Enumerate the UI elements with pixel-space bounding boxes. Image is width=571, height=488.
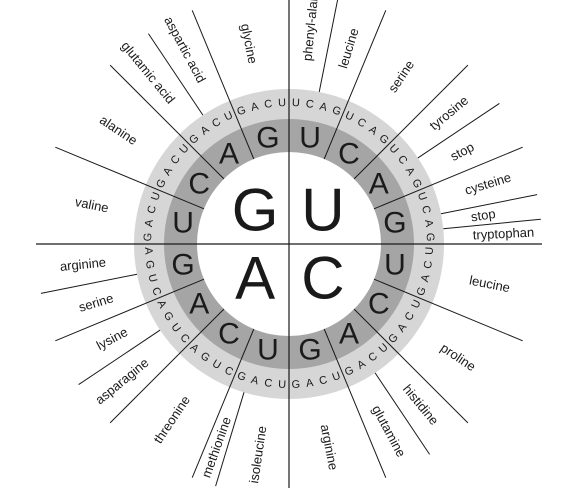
- third-base-c: C: [318, 374, 329, 388]
- third-base-u: U: [292, 97, 301, 109]
- second-base-divider: [353, 308, 469, 424]
- amino-acid-lysine: lysine: [94, 324, 130, 353]
- second-base-a: A: [339, 317, 359, 350]
- third-base-c: C: [263, 98, 273, 111]
- third-base-g: G: [235, 104, 247, 118]
- third-base-g: G: [142, 233, 154, 242]
- second-base-g: G: [171, 249, 194, 282]
- third-base-u: U: [149, 191, 163, 203]
- amino-acid-leucine: leucine: [468, 273, 511, 296]
- third-base-a: A: [305, 377, 315, 390]
- second-base-divider: [323, 328, 387, 478]
- amino-acid-divider: [215, 392, 245, 487]
- second-base-divider: [55, 146, 205, 210]
- second-base-a: A: [219, 138, 239, 171]
- third-base-u: U: [331, 370, 343, 384]
- amino-acid-stop: stop: [448, 139, 477, 164]
- amino-acid-histidine: histidine: [400, 381, 442, 427]
- second-base-divider: [373, 278, 523, 342]
- amino-acid-isoleucine: isoleucine: [246, 425, 269, 484]
- amino-acid-aspartic-acid: aspartic acid: [161, 14, 209, 85]
- third-base-g: G: [330, 104, 342, 118]
- amino-acid-divider: [443, 218, 541, 230]
- amino-acid-divider: [318, 0, 339, 93]
- amino-acid-divider: [440, 194, 538, 215]
- second-base-a: A: [189, 288, 209, 321]
- third-base-g: G: [291, 379, 300, 391]
- third-base-a: A: [419, 273, 433, 284]
- amino-acid-threonine: threonine: [150, 393, 193, 446]
- third-base-u: U: [145, 273, 159, 284]
- second-base-divider: [373, 146, 523, 210]
- second-base-g: G: [256, 122, 279, 155]
- third-base-a: A: [250, 374, 261, 388]
- third-base-g: G: [143, 260, 156, 270]
- third-base-u: U: [415, 191, 429, 203]
- third-base-a: A: [250, 100, 261, 114]
- third-base-u: U: [278, 379, 287, 391]
- amino-acid-divider: [417, 102, 500, 159]
- second-base-divider: [109, 64, 225, 180]
- third-base-c: C: [149, 286, 163, 298]
- amino-acid-proline: proline: [438, 340, 479, 374]
- second-base-divider: [323, 10, 387, 160]
- third-base-g: G: [235, 370, 247, 384]
- second-base-divider: [353, 64, 469, 180]
- amino-acid-divider: [78, 329, 161, 386]
- amino-acid-alanine: alanine: [97, 112, 140, 148]
- second-base-u: U: [299, 122, 321, 155]
- amino-acid-serine: serine: [77, 290, 115, 315]
- first-base-g: G: [232, 177, 279, 244]
- second-base-divider: [191, 328, 255, 478]
- second-base-g: G: [383, 206, 406, 239]
- spokes-layer: [36, 0, 542, 488]
- amino-acid-methionine: methionine: [198, 415, 234, 480]
- amino-acid-leucine: leucine: [335, 26, 361, 70]
- third-base-u: U: [278, 97, 287, 109]
- third-base-a: A: [422, 219, 435, 229]
- first-base-u: U: [301, 177, 344, 244]
- amino-acid-divider: [147, 33, 204, 116]
- amino-acid-arginine: arginine: [318, 423, 342, 471]
- amino-acid-asparagine: asparagine: [92, 355, 151, 407]
- third-base-a: A: [318, 100, 329, 114]
- second-base-divider: [109, 308, 225, 424]
- second-base-c: C: [218, 317, 240, 350]
- second-base-g: G: [298, 333, 321, 366]
- third-base-c: C: [305, 98, 315, 111]
- amino-acid-stop: stop: [470, 206, 497, 224]
- third-base-g: G: [415, 285, 429, 297]
- amino-acid-cysteine: cysteine: [463, 170, 513, 198]
- third-base-c: C: [145, 204, 159, 215]
- second-base-u: U: [384, 249, 406, 282]
- third-base-c: C: [422, 260, 435, 270]
- second-base-u: U: [172, 206, 194, 239]
- second-base-divider: [55, 278, 205, 342]
- amino-acid-glycine: glycine: [238, 22, 261, 65]
- third-base-c: C: [263, 377, 273, 390]
- second-base-u: U: [257, 333, 279, 366]
- third-base-g: G: [424, 233, 436, 242]
- amino-acid-glutamic-acid: glutamic acid: [118, 38, 178, 106]
- amino-acid-phenyl-alanine: phenyl-alanine: [300, 0, 323, 62]
- second-base-divider: [191, 10, 255, 160]
- third-base-u: U: [424, 247, 436, 256]
- amino-acid-valine: valine: [74, 194, 110, 215]
- third-base-c: C: [419, 204, 433, 215]
- first-base-a: A: [235, 244, 275, 311]
- amino-acid-tryptophan: tryptophan: [472, 225, 534, 243]
- second-base-c: C: [188, 168, 210, 201]
- amino-acid-serine: serine: [385, 57, 417, 95]
- first-base-c: C: [301, 244, 344, 311]
- second-base-c: C: [338, 138, 360, 171]
- second-base-a: A: [369, 168, 389, 201]
- third-base-a: A: [142, 247, 154, 256]
- amino-acid-divider: [374, 372, 431, 455]
- amino-acid-arginine: arginine: [59, 255, 107, 274]
- amino-acid-divider: [40, 273, 138, 294]
- second-base-c: C: [368, 288, 390, 321]
- third-base-a: A: [143, 218, 156, 228]
